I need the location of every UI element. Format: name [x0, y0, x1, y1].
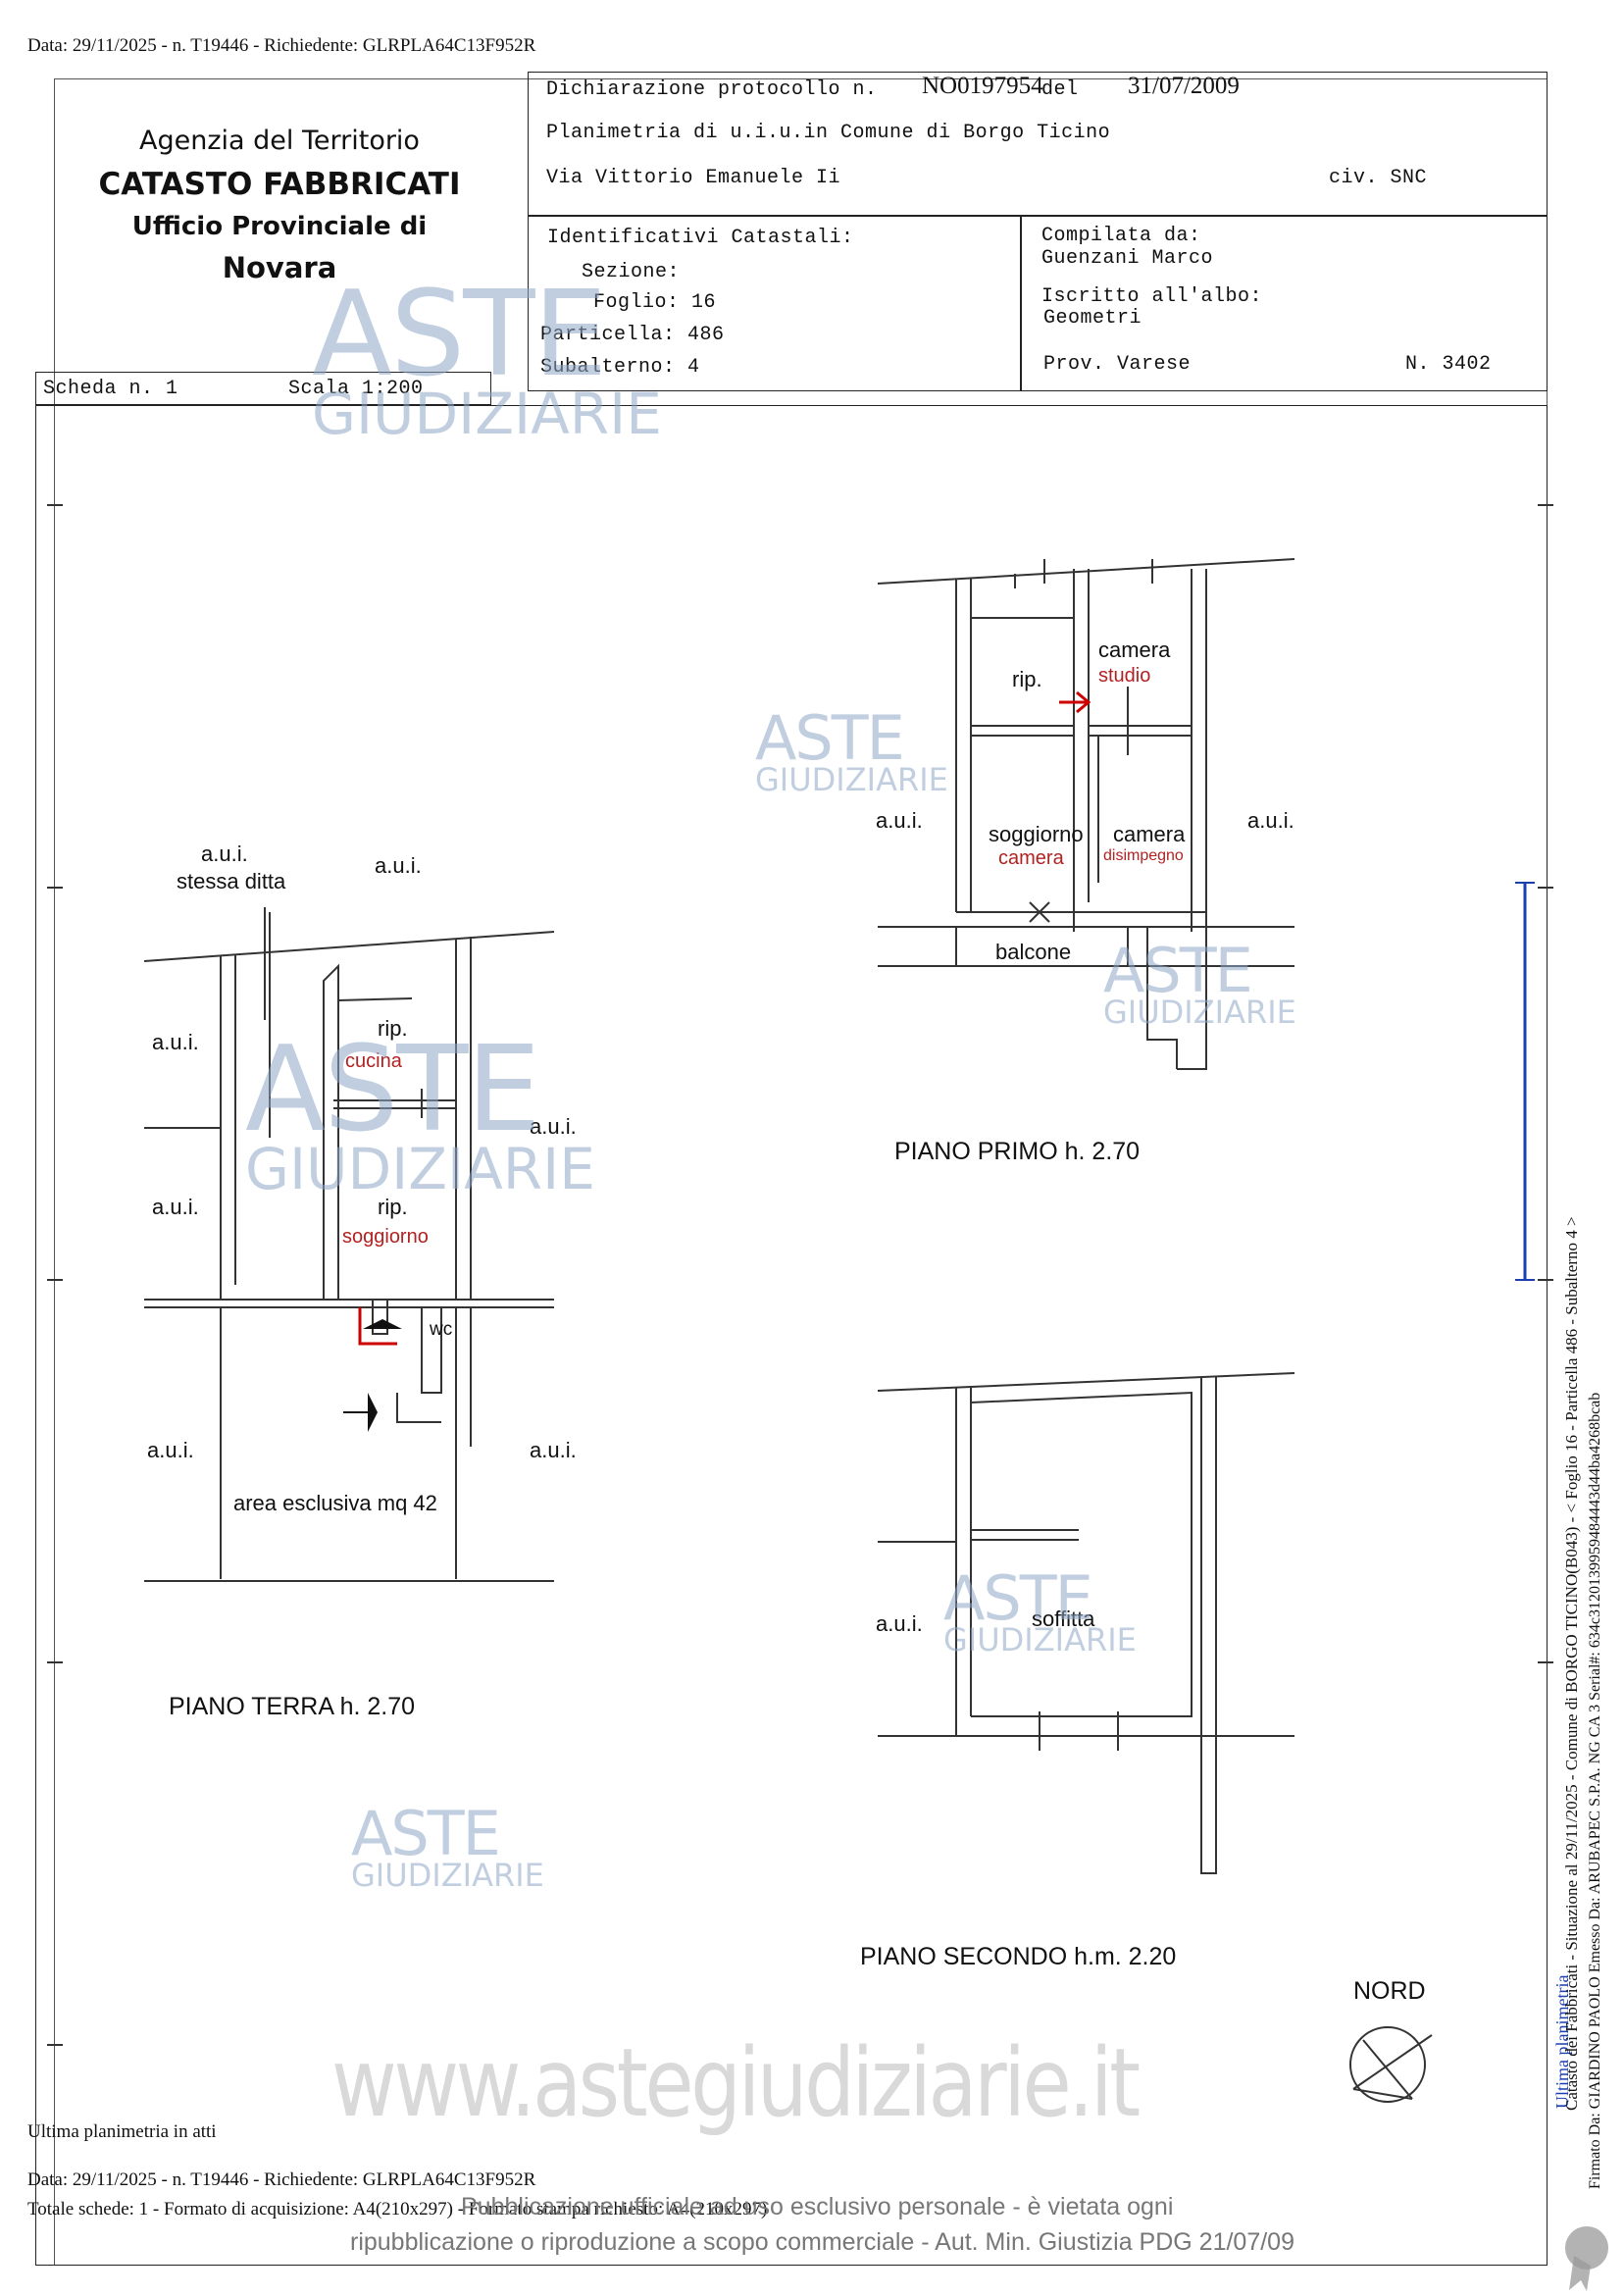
piano-primo-title: PIANO PRIMO h. 2.70 [894, 1138, 1141, 1165]
watermark-aste-3: ASTE GIUDIZIARIE [755, 702, 948, 798]
province: Prov. Varese [1043, 353, 1192, 376]
protocol-number: NO0197954 [922, 73, 1043, 99]
terra-aui-stessa: a.u.i. [201, 842, 248, 866]
terra-aui-right: a.u.i. [530, 1114, 577, 1139]
terra-aui-top: a.u.i. [375, 853, 422, 878]
primo-camera-red: camera [998, 847, 1064, 869]
side-catasto-text: Catasto dei Fabbricati - Situazione al 2… [1562, 1216, 1581, 2111]
foglio: Foglio: 16 [593, 291, 717, 314]
bottom-data-line: Data: 29/11/2025 - n. T19446 - Richieden… [27, 2169, 536, 2190]
primo-disimpegno: disimpegno [1103, 847, 1184, 864]
agency-province: Novara [222, 251, 337, 284]
notice-line-2: ripubblicazione o riproduzione a scopo c… [350, 2228, 1294, 2256]
nord-label: NORD [1353, 1977, 1426, 2005]
terra-wc: wc [430, 1319, 453, 1340]
agency-office: Ufficio Provinciale di [131, 212, 428, 241]
address-line: Via Vittorio Emanuele Ii [546, 167, 841, 189]
civic-number: civ. SNC [1329, 167, 1428, 189]
primo-aui-right: a.u.i. [1247, 808, 1294, 833]
protocol-label: Dichiarazione protocollo n. [546, 78, 878, 101]
terra-rip-1: rip. [378, 1016, 408, 1041]
terra-aui-bottom-left: a.u.i. [147, 1438, 194, 1462]
site-watermark: www.astegiudiziarie.it [331, 2028, 1141, 2138]
piano-terra-title: PIANO TERRA h. 2.70 [169, 1693, 416, 1720]
terra-soggiorno: soggiorno [342, 1226, 429, 1248]
primo-studio: studio [1098, 665, 1151, 687]
planimetria-line: Planimetria di u.i.u.in Comune di Borgo … [546, 122, 1111, 144]
protocol-date: 31/07/2009 [1128, 73, 1240, 99]
terra-rip-2: rip. [378, 1195, 408, 1219]
compilata-label: Compilata da: [1041, 225, 1201, 247]
compilata-name: Guenzani Marco [1041, 247, 1214, 270]
top-request-line: Data: 29/11/2025 - n. T19446 - Richieden… [27, 35, 536, 56]
terra-aui-left2: a.u.i. [152, 1195, 199, 1219]
subalterno: Subalterno: 4 [540, 356, 700, 379]
primo-balcone: balcone [995, 940, 1072, 964]
notice-line-1: Pubblicazione ufficiale ad uso esclusivo… [461, 2193, 1174, 2220]
primo-rip: rip. [1012, 667, 1042, 691]
drawing-frame [35, 405, 1548, 2266]
albo-value: Geometri [1043, 307, 1142, 330]
watermark-aste-2: ASTE GIUDIZIARIE [245, 1022, 595, 1202]
protocol-del-label: del [1041, 78, 1079, 101]
terra-aui-bottom-right: a.u.i. [530, 1438, 577, 1462]
agency-name: Agenzia del Territorio [139, 126, 420, 156]
secondo-soffitta: soffitta [1032, 1607, 1095, 1631]
watermark-aste-4: ASTE GIUDIZIARIE [1103, 935, 1296, 1031]
watermark-aste-1: ASTE GIUDIZIARIE [312, 267, 662, 447]
protocol-box [528, 72, 1548, 217]
piano-secondo-title: PIANO SECONDO h.m. 2.20 [860, 1943, 1177, 1970]
secondo-aui: a.u.i. [876, 1611, 923, 1636]
side-firmato-text: Firmato Da: GIARDINO PAOLO Emesso Da: AR… [1587, 1392, 1603, 2189]
watermark-aste-5: ASTE GIUDIZIARIE [943, 1562, 1137, 1658]
terra-stessa-ditta: stessa ditta [177, 869, 286, 893]
scale: Scala 1:200 [288, 378, 424, 400]
terra-cucina: cucina [345, 1050, 402, 1072]
identifiers-box [528, 215, 1548, 391]
scheda-number: Scheda n. 1 [43, 378, 178, 400]
primo-camera-2: camera [1113, 822, 1186, 846]
particella: Particella: 486 [540, 324, 725, 346]
primo-aui-left: a.u.i. [876, 808, 923, 833]
primo-camera-top: camera [1098, 638, 1171, 662]
totale-schede: Totale schede: 1 - Formato di acquisizio… [27, 2199, 768, 2219]
primo-soggiorno: soggiorno [989, 822, 1084, 846]
sezione: Sezione: [582, 261, 681, 283]
identifiers-divider [1020, 215, 1022, 391]
scheda-box [35, 372, 491, 405]
agency-catasto: CATASTO FABBRICATI [98, 167, 461, 202]
terra-aui-left1: a.u.i. [152, 1030, 199, 1054]
iscritto-label: Iscritto all'albo: [1041, 285, 1263, 308]
watermark-aste-6: ASTE GIUDIZIARIE [351, 1798, 544, 1894]
terra-area-esclusiva: area esclusiva mq 42 [233, 1491, 437, 1515]
albo-number: N. 3402 [1405, 353, 1492, 376]
ultima-planimetria: Ultima planimetria in atti [27, 2121, 217, 2142]
identifiers-title: Identificativi Catastali: [547, 227, 854, 249]
